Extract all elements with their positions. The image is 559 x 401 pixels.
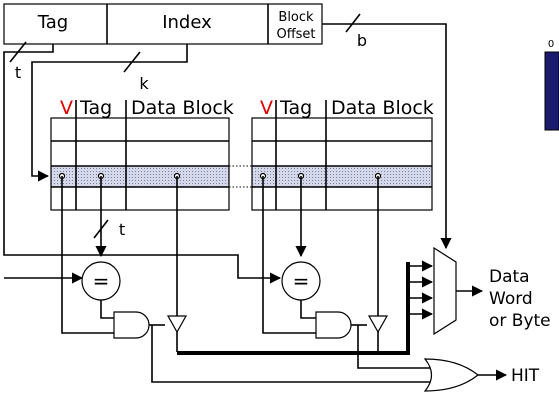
- way1-array: [251, 117, 433, 211]
- way0-data-header: Data Block: [131, 97, 234, 119]
- mux-output-line3: or Byte: [489, 311, 551, 331]
- edge-fragment-block: [544, 51, 559, 131]
- way1-data-header: Data Block: [331, 97, 434, 119]
- offset-wire: b: [322, 13, 452, 250]
- mux-output-line2: Word: [489, 289, 533, 309]
- offset-width-label: b: [357, 31, 367, 50]
- way1-tristate-buffer: [367, 315, 389, 334]
- data-bus: [177, 260, 434, 355]
- index-wire: k: [31, 44, 188, 182]
- way0-array: [50, 117, 230, 211]
- mux-output-line1: Data: [489, 267, 530, 287]
- compare-tag-width-label: t: [119, 220, 125, 239]
- tag-wire-slash: [9, 41, 27, 63]
- address-box: [3, 3, 323, 45]
- way0-tristate-buffer: [166, 315, 188, 334]
- cache-way-0: V Tag Data Block: [50, 97, 234, 211]
- way1-comparator-symbol: =: [293, 269, 310, 293]
- way0-and-gate: [113, 311, 150, 339]
- way0-comparator-symbol: =: [93, 269, 110, 293]
- compare-tag-slash: [93, 219, 109, 239]
- index-width-label: k: [139, 74, 149, 93]
- address-register: Tag Index Block Offset: [3, 3, 323, 45]
- hit-label: HIT: [511, 366, 540, 386]
- address-offset-field-line1: Block: [278, 10, 314, 25]
- address-tag-field: Tag: [37, 12, 68, 33]
- way0-tag-header: Tag: [79, 97, 112, 119]
- way0-valid-header: V: [60, 97, 73, 119]
- address-index-field: Index: [162, 12, 212, 33]
- offset-wire-slash: [345, 13, 361, 33]
- edge-fragment-text: 0: [548, 39, 554, 50]
- way1-logic: =: [262, 176, 432, 369]
- address-offset-field-line2: Offset: [276, 27, 315, 42]
- way1-tag-header: Tag: [279, 97, 312, 119]
- way0-logic: t =: [61, 176, 432, 383]
- hit-or-gate: [423, 358, 479, 392]
- tag-wire: t: [3, 41, 282, 284]
- cache-way-1: V Tag Data Block: [251, 97, 434, 211]
- word-select-mux: [433, 246, 457, 336]
- way1-valid-header: V: [260, 97, 273, 119]
- way0-selected-row: [51, 166, 229, 187]
- tag-width-label: t: [15, 63, 21, 82]
- index-wire-slash: [123, 51, 141, 73]
- way1-selected-row: [252, 166, 432, 187]
- way1-and-gate: [315, 311, 352, 339]
